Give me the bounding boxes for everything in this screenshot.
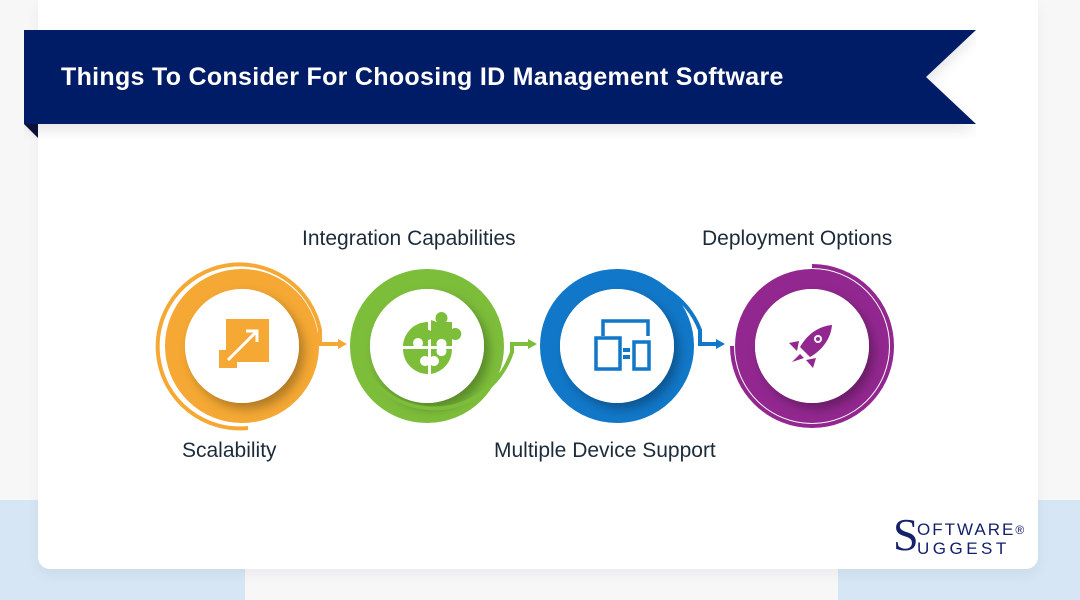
step-multiple-device-support: [540, 269, 725, 423]
step-label-multiple-device-support: Multiple Device Support: [494, 439, 716, 462]
step-label-integration: Integration Capabilities: [302, 227, 516, 250]
rocket-icon: [789, 325, 832, 368]
logo-initial: S: [893, 509, 919, 560]
step-label-deployment-options: Deployment Options: [702, 227, 893, 250]
arrow-icon: [528, 339, 537, 349]
scale-expand-icon: [219, 319, 269, 368]
logo-line-1: OFTWARE®: [917, 520, 1025, 539]
devices-icon: [594, 319, 651, 371]
logo-line-2: UGGEST: [917, 539, 1010, 558]
arrow-icon: [716, 339, 725, 349]
page-title: Things To Consider For Choosing ID Manag…: [61, 63, 784, 91]
softwaresuggest-logo: S OFTWARE® UGGEST: [893, 512, 1033, 562]
step-scalability: [155, 262, 347, 431]
arrow-icon: [338, 339, 347, 349]
puzzle-icon: [403, 312, 462, 374]
banner-ribbon-shape: [24, 30, 976, 138]
step-deployment-options: [730, 264, 894, 428]
title-banner: Things To Consider For Choosing ID Manag…: [24, 30, 976, 138]
step-label-scalability: Scalability: [182, 439, 277, 462]
step-integration: [350, 269, 537, 423]
